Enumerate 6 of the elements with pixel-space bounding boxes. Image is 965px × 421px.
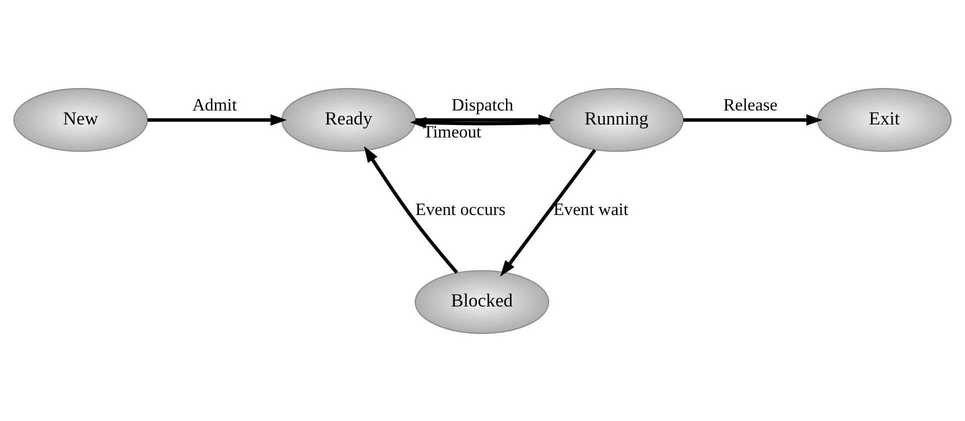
edge-label: Timeout bbox=[422, 122, 482, 142]
edge-label: Admit bbox=[192, 95, 237, 114]
edge-label: Dispatch bbox=[452, 95, 514, 114]
edge-label: Event occurs bbox=[415, 200, 506, 219]
edge-label: Event wait bbox=[554, 200, 628, 219]
edge-label: Release bbox=[723, 95, 778, 114]
